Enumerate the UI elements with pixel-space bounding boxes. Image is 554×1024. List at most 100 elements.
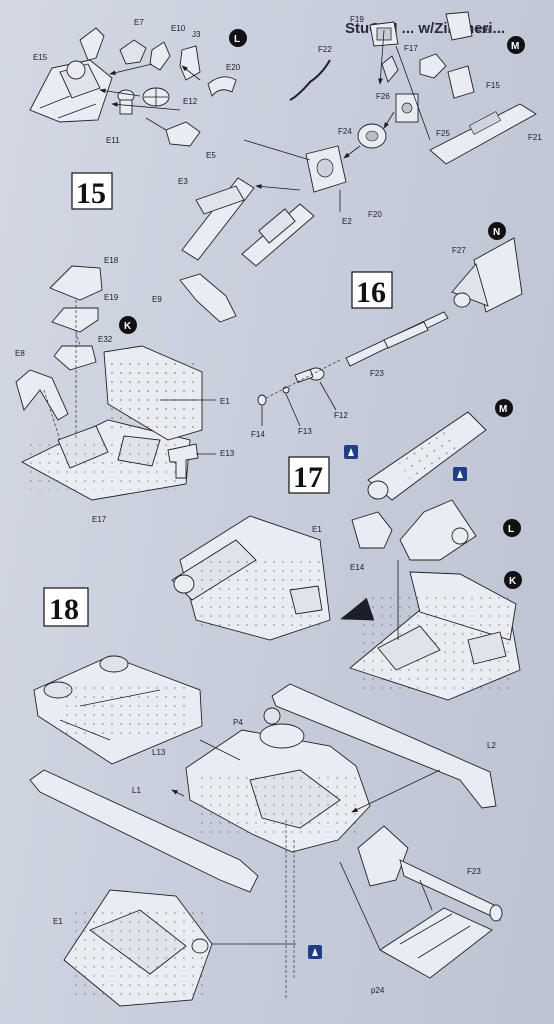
step-17-box: 17	[288, 456, 330, 494]
svg-text:K: K	[509, 576, 517, 587]
badge-k-step15: K	[119, 316, 137, 334]
part-f23-gun-assembled	[357, 825, 503, 922]
part-f15	[447, 65, 475, 99]
label-e11: E11	[106, 136, 120, 145]
svg-text:L: L	[234, 34, 240, 45]
label-e18: E18	[104, 256, 119, 265]
label-e7: E7	[134, 18, 144, 27]
label-f14: F14	[251, 430, 265, 439]
label-e5: E5	[206, 151, 216, 160]
label-e1-step15: E1	[220, 397, 230, 406]
part-f22	[289, 59, 331, 101]
label-f21: F21	[528, 133, 542, 142]
part-hull-interior-k	[349, 571, 521, 701]
part-e8	[15, 369, 69, 421]
part-gun-subassembly-m	[367, 411, 487, 501]
label-f19: F19	[350, 15, 364, 24]
label-f22: F22	[318, 45, 332, 54]
part-p24-plate	[379, 907, 493, 979]
part-f23-barrel	[345, 311, 449, 367]
step-18-box: 18	[43, 587, 89, 627]
part-upper-hull-superstructure	[185, 707, 371, 853]
label-e10: E10	[171, 24, 186, 33]
svg-text:N: N	[493, 227, 500, 238]
glue-icon	[344, 445, 358, 459]
label-e9: E9	[152, 295, 162, 304]
part-e7	[79, 27, 147, 65]
badge-k-step17: K	[504, 571, 522, 589]
step-18-number: 18	[49, 593, 79, 626]
label-f13: F13	[298, 427, 312, 436]
svg-text:M: M	[511, 41, 519, 52]
label-e1-step17: E1	[312, 525, 322, 534]
label-e17: E17	[92, 515, 107, 524]
part-f16	[445, 11, 473, 41]
step-15-box: 15	[71, 172, 113, 210]
label-e2: E2	[342, 217, 352, 226]
step-15-number: 15	[76, 177, 106, 210]
badge-n-step16: N	[488, 222, 506, 240]
part-e9	[179, 273, 237, 323]
label-e14: E14	[350, 563, 365, 572]
part-sight-subassembly-l	[399, 499, 477, 561]
part-e2	[241, 203, 315, 267]
label-e20: E20	[226, 63, 241, 72]
label-e19: E19	[104, 293, 119, 302]
label-e15: E15	[33, 53, 48, 62]
part-e1-floor	[21, 345, 203, 501]
part-f24	[357, 123, 387, 149]
label-e13: E13	[220, 449, 235, 458]
step-16-number: 16	[356, 276, 386, 309]
part-e11	[117, 89, 135, 115]
part-e5	[145, 117, 201, 147]
part-f21-plate	[429, 103, 537, 165]
glue-icon	[308, 945, 322, 959]
part-e10	[149, 41, 171, 71]
part-e3	[181, 177, 255, 261]
step-17-number: 17	[293, 461, 323, 494]
badge-m-step17: M	[495, 399, 513, 417]
part-f27-mantlet	[451, 237, 523, 313]
label-l1: L1	[132, 786, 141, 795]
part-f14	[257, 394, 267, 406]
glue-icon	[453, 467, 467, 481]
label-f12: F12	[334, 411, 348, 420]
part-l13-lower-hull-top	[33, 655, 203, 765]
badge-l-step15: L	[229, 29, 247, 47]
part-l2-fender	[271, 683, 497, 809]
label-l2: L2	[487, 741, 496, 750]
part-e12-handwheel	[142, 87, 170, 107]
badge-m-step15: M	[507, 36, 525, 54]
label-p24: p24	[371, 986, 385, 995]
part-e32	[53, 345, 97, 371]
label-p4: P4	[233, 718, 243, 727]
part-f17	[381, 53, 447, 83]
svg-text:L: L	[508, 524, 514, 535]
label-f20: F20	[368, 210, 382, 219]
part-f12	[294, 367, 325, 384]
part-e15	[29, 59, 113, 123]
part-e13	[167, 443, 199, 479]
part-l1-fender	[29, 769, 259, 893]
badge-l-step17: L	[503, 519, 521, 537]
label-f24: F24	[338, 127, 352, 136]
part-step17-assembled	[171, 515, 331, 641]
label-f26: F26	[376, 92, 390, 101]
part-e19	[51, 307, 99, 333]
label-f23-step18: F23	[467, 867, 481, 876]
label-f15: F15	[486, 81, 500, 90]
label-e3: E3	[178, 177, 188, 186]
part-j3	[179, 45, 201, 81]
part-f25	[395, 93, 419, 123]
label-f27: F27	[452, 246, 466, 255]
label-f25: F25	[436, 129, 450, 138]
part-e14	[351, 511, 393, 549]
part-f20-mantlet	[305, 145, 347, 193]
label-f17: F17	[404, 44, 418, 53]
label-e12: E12	[183, 97, 198, 106]
part-e1-interior-step18	[63, 889, 213, 1007]
label-f16: F16	[476, 26, 490, 35]
label-e8: E8	[15, 349, 25, 358]
